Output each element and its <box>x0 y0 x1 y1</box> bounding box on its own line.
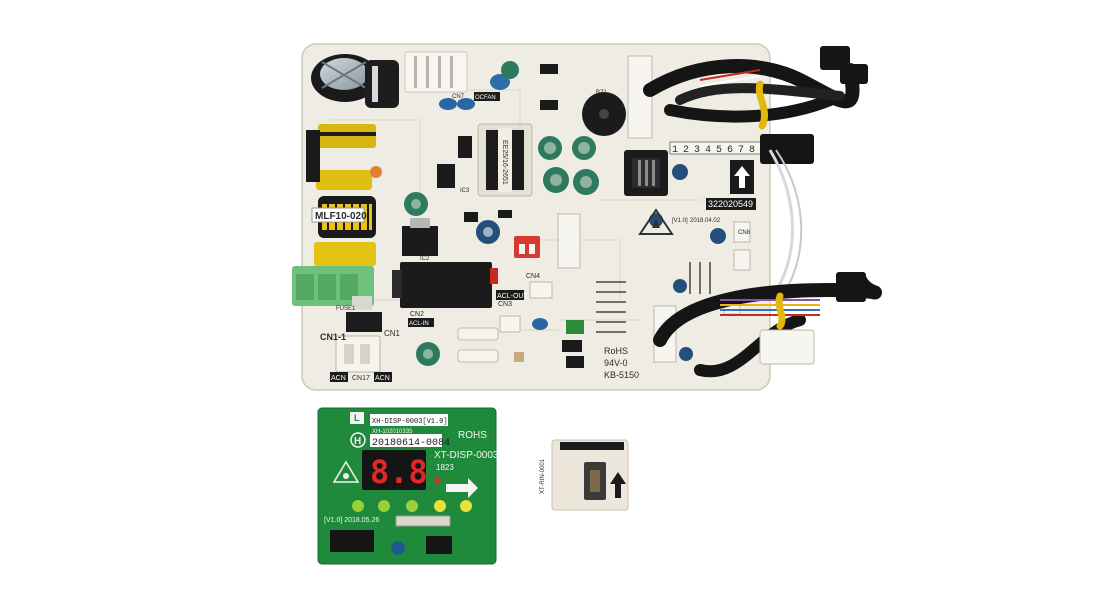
small-board: XT-RIN-0001 <box>540 439 629 511</box>
dip-switch <box>514 236 540 258</box>
harness-connector-white <box>759 329 815 365</box>
part-number-plate <box>706 198 756 210</box>
inductor-label: MLF10-020 <box>315 211 367 222</box>
label-cn3: CN3 <box>498 301 512 308</box>
pin-3: 3 <box>694 145 700 156</box>
label-ic2: IC2 <box>420 256 430 262</box>
y-capacitors <box>439 74 548 330</box>
power-connector-cn1 <box>335 312 382 373</box>
seven-segment-display: 8.8. <box>362 450 447 491</box>
board-date: 2018.04.02 <box>690 218 721 224</box>
cable-tie-top <box>755 80 768 130</box>
main-board-rohs: RoHS <box>604 346 628 356</box>
buzzer <box>582 92 626 136</box>
relay-cn <box>624 150 668 196</box>
resistor-row <box>596 262 711 333</box>
x-capacitor <box>306 124 382 190</box>
label-bz1: BZ1 <box>596 90 608 96</box>
cable-tie-bottom <box>775 292 786 330</box>
date-code-plate <box>370 434 442 447</box>
display-board: XH-DISP-0003[V1.0] XH-102010335 20180614… <box>317 407 499 565</box>
label-cn17: CN17 <box>352 375 370 382</box>
model-label-plate <box>370 414 448 426</box>
marker-h-ring <box>350 432 366 448</box>
label-ic3: IC3 <box>460 188 470 194</box>
pin-number-strip: 1 2 3 4 5 6 7 8 9 <box>669 141 769 156</box>
relay-label: ACL-OUT <box>497 293 528 300</box>
marker-l: L <box>354 413 360 423</box>
marker-h: H <box>354 436 361 447</box>
pin-2: 2 <box>683 145 689 156</box>
green-terminal-block <box>292 266 374 310</box>
main-board-rating: 94V-0 <box>604 358 628 368</box>
esd-warning-icon <box>638 208 674 235</box>
block-capacitor <box>314 242 376 266</box>
status-leds <box>352 500 472 512</box>
pin-5: 5 <box>716 145 722 156</box>
acl-in-plate <box>408 318 434 327</box>
label-cn1: CN1 <box>384 329 401 338</box>
large-capacitor <box>311 54 399 108</box>
electrolytic-capacitors <box>404 61 726 366</box>
acl-out-plate <box>496 290 524 300</box>
wire-harness-bottom <box>653 272 882 378</box>
small-board-top-label <box>560 442 624 450</box>
main-board-model: KB-5150 <box>604 370 639 380</box>
label-cn1-1: CN1-1 <box>320 332 346 342</box>
marker-l-plate <box>350 412 364 424</box>
pin-6: 6 <box>727 145 733 156</box>
svg-text:EE25/16-2651: EE25/16-2651 <box>501 140 508 185</box>
label-acn-left: ACN <box>331 375 346 382</box>
label-cn7: CN7 <box>452 94 465 100</box>
ir-receiver-housing <box>330 530 374 552</box>
label-cn2: CN2 <box>410 311 424 318</box>
display-version-date: [V1.0] 2018.05.26 <box>324 517 379 524</box>
pin-7: 7 <box>738 145 744 156</box>
display-digits: 8.8. <box>370 453 447 491</box>
small-board-label: XT-RIN-0001 <box>540 458 546 494</box>
pin-1: 1 <box>672 145 678 156</box>
wire-harness-top <box>643 46 868 301</box>
label-acl-in: ACL-IN <box>409 321 429 327</box>
ceramic-resistors <box>457 327 524 363</box>
connector-top-white <box>404 51 468 93</box>
transformer: EE25/16-2651 <box>477 123 533 197</box>
acn-plate-left <box>330 372 348 382</box>
pin-8: 8 <box>749 145 755 156</box>
display-ic <box>426 536 452 554</box>
pin-4: 4 <box>705 145 711 156</box>
power-relay <box>392 262 498 308</box>
label-acn-right: ACN <box>375 375 390 382</box>
acn-plate-right <box>374 372 392 382</box>
display-header-strip <box>395 515 451 527</box>
label-cn8: CN8 <box>738 230 751 236</box>
ic-chips <box>402 64 584 368</box>
label-ocfan: OCFAN <box>475 95 496 101</box>
display-part-label: XH-102010335 <box>372 429 413 435</box>
label-cn4: CN4 <box>526 273 540 280</box>
right-arrow-icon <box>446 478 478 498</box>
esd-warning-icon <box>332 460 360 483</box>
label-fuse1: FUSE1 <box>336 306 356 312</box>
board-version: [V1.0] <box>672 218 688 224</box>
ocfan-plate <box>474 92 500 101</box>
display-batch: 1823 <box>436 463 454 472</box>
display-board-name: XT-DISP-0003 <box>434 450 499 461</box>
inductor: MLF10-020 <box>311 196 376 238</box>
display-date-code: 20180614-0084 <box>372 438 450 449</box>
direction-arrow-icon <box>730 160 754 194</box>
part-number: 322020549 <box>708 199 753 209</box>
display-capacitor <box>391 541 405 555</box>
display-rohs: ROHS <box>458 430 487 441</box>
up-arrow-icon <box>610 472 626 498</box>
main-board: MLF10-020 EE25/16-2651 <box>292 43 771 391</box>
display-model-label: XH-DISP-0003[V1.0] <box>372 418 448 426</box>
